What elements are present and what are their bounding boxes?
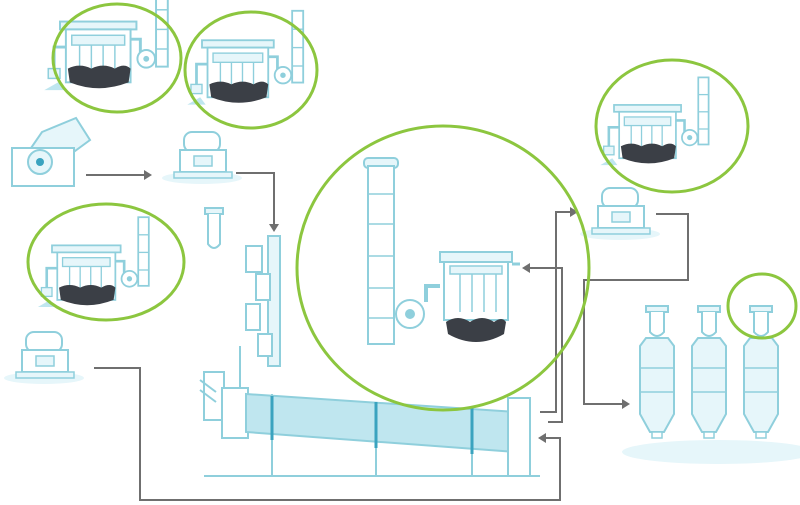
highlight-ring (295, 124, 591, 412)
dust-collector-icon (36, 215, 151, 309)
highlight-rings (26, 2, 798, 412)
arrow-icon (144, 170, 152, 180)
process-pipes (86, 172, 689, 501)
storage-silo-icon (743, 305, 779, 439)
dust-collector-icon (598, 76, 710, 167)
dust-collector-top-left-2 (185, 9, 305, 107)
pipe-lower-loop (94, 367, 561, 501)
dust-collector-right (598, 76, 710, 167)
main-baghouse-stack (363, 157, 520, 345)
rotary-kiln (199, 371, 540, 477)
vibrating-feeder-icon (161, 131, 243, 185)
arrow-icon (570, 207, 578, 217)
vibrating-feeder-icon (3, 331, 85, 385)
pipe-feeder-to-cyclones (236, 172, 275, 230)
crusher-unit (11, 116, 92, 187)
flow-arrows (144, 170, 630, 443)
highlight-ring (726, 272, 798, 340)
dust-collector-icon (42, 0, 170, 92)
arrow-icon (269, 224, 279, 232)
pipe-kiln-to-right-feeder (540, 211, 576, 413)
highlight-ring (26, 202, 186, 322)
highlight-ring (51, 2, 183, 114)
dust-collector-left-middle (36, 215, 151, 309)
storage-silos (622, 305, 800, 464)
dust-collector-top-left-1 (42, 0, 170, 92)
storage-silo-icon (639, 305, 675, 439)
arrow-icon (622, 399, 630, 409)
pipe-to-silos (583, 213, 689, 405)
storage-silo-icon (691, 305, 727, 439)
dust-collector-icon (185, 9, 305, 107)
highlight-ring (183, 10, 319, 130)
highlight-ring (594, 58, 750, 194)
cyclone-unit (204, 207, 281, 388)
vibrating-feeder-icon (579, 187, 661, 241)
arrow-icon (522, 263, 530, 273)
pipe-to-main-baghouse (524, 267, 563, 423)
arrow-icon (538, 433, 546, 443)
